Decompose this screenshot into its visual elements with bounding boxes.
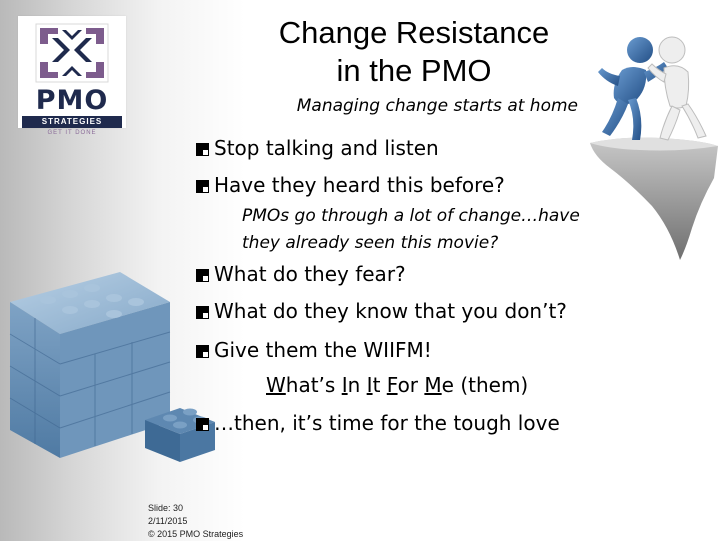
title-line-2: in the PMO (336, 53, 492, 88)
bullet-text: What do they know that you don’t? (214, 299, 567, 323)
bullet-know: What do they know that you don’t? (196, 298, 567, 324)
checkbox-bullet-icon (196, 269, 209, 282)
title-line-1: Change Resistance (278, 15, 550, 50)
slide-number: Slide: 30 (148, 503, 184, 513)
bullet-fear: What do they fear? (196, 261, 406, 287)
wiifm-part: or (397, 373, 425, 397)
wiifm-part: t (372, 373, 387, 397)
wiifm-letter-w: W (266, 373, 286, 397)
lego-blocks-illustration (9, 272, 215, 462)
slide-footer: Slide: 30 2/11/2015 © 2015 PMO Strategie… (148, 502, 243, 541)
blue-figure (598, 37, 668, 140)
bullet-heard-before: Have they heard this before? (196, 172, 505, 198)
cliff-shape (590, 137, 718, 260)
bullet-tough-love: …then, it’s time for the tough love (196, 410, 560, 436)
checkbox-bullet-icon (196, 143, 209, 156)
wiifm-letter-m: M (424, 373, 442, 397)
bullet-text: Give them the WIIFM! (214, 338, 432, 362)
checkbox-bullet-icon (196, 180, 209, 193)
bullet-text: Have they heard this before? (214, 173, 505, 197)
checkbox-bullet-icon (196, 345, 209, 358)
lego-wall (9, 272, 171, 458)
wiifm-part: hat’s (285, 373, 342, 397)
wiifm-letter-i2: I (366, 373, 373, 397)
slide-title: Change Resistance in the PMO (238, 14, 590, 90)
sub-note-line-1: PMOs go through a lot of change…have (242, 206, 580, 226)
wiifm-part: n (347, 373, 367, 397)
cliff-push-illustration (590, 36, 718, 260)
wiifm-part: e (them) (441, 373, 529, 397)
pmo-strategies-logo: PMO STRATEGIES GET IT DONE (18, 16, 126, 136)
wiifm-letter-f: F (386, 373, 398, 397)
logo-wordmark: PMO (35, 85, 109, 116)
slide-subtitle: Managing change starts at home (296, 96, 578, 116)
checkbox-bullet-icon (196, 418, 209, 431)
bullet-text: …then, it’s time for the tough love (214, 411, 560, 435)
bullet-stop-talking: Stop talking and listen (196, 135, 439, 161)
white-figure (647, 36, 707, 141)
sub-note: PMOs go through a lot of change…have the… (242, 203, 652, 257)
copyright: © 2015 PMO Strategies (148, 529, 244, 539)
logo-tagline: GET IT DONE (47, 130, 97, 136)
wiifm-expansion: What’s In It For Me (them) (266, 372, 528, 398)
wiifm-letter-i: I (341, 373, 348, 397)
pmo-arrows-icon (35, 23, 109, 83)
bullet-text: What do they fear? (214, 262, 406, 286)
bullet-text: Stop talking and listen (214, 136, 439, 160)
sub-note-line-2: they already seen this movie? (242, 233, 499, 253)
bullet-wiifm: Give them the WIIFM! (196, 337, 432, 363)
checkbox-bullet-icon (196, 306, 209, 319)
logo-strategies-bar: STRATEGIES (22, 116, 122, 128)
slide-date: 2/11/2015 (148, 516, 188, 526)
